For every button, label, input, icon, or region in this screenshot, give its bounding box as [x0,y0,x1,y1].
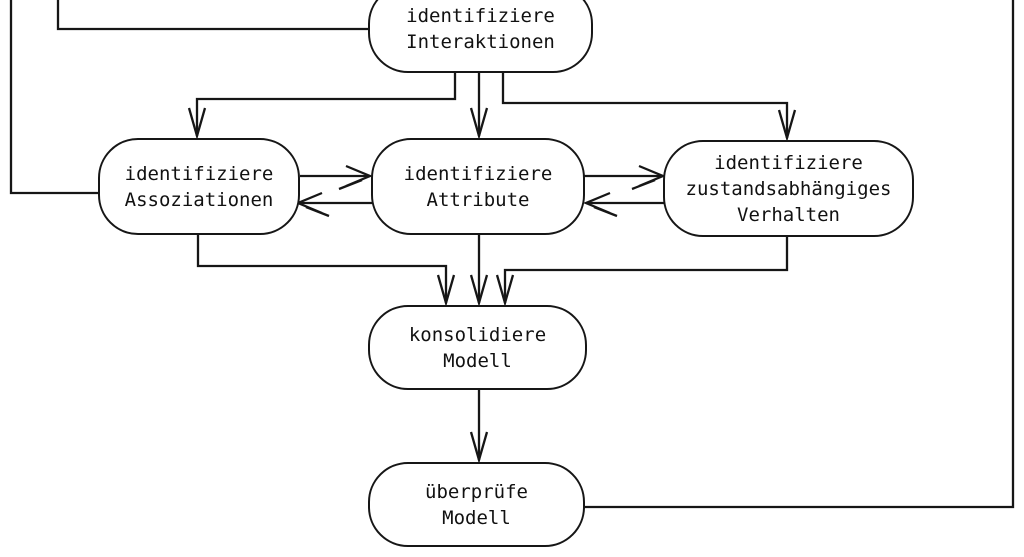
node-identifiziere-interaktionen: identifiziere Interaktionen [368,0,593,73]
arrowhead-konsolidiere-to-ueberpruefe [469,431,489,465]
arrowhead-assoziationen-to-konsolidiere [436,274,456,308]
arrowhead-verhalten-to-konsolidiere [495,274,515,308]
node-konsolidiere-modell: konsolidiere Modell [368,305,587,390]
arrowhead-attribute-to-assoziationen [295,191,330,218]
node-label-verhalten: identifiziere zustandsabhängiges Verhalt… [685,151,892,226]
node-label-interaktionen: identifiziere Interaktionen [406,4,555,53]
node-label-ueberpruefe: überprüfe Modell [425,480,528,529]
node-label-konsolidiere: konsolidiere Modell [408,323,547,372]
edge-verhalten-to-konsolidiere [503,237,789,303]
arrowhead-verhalten-to-attribute [583,191,618,218]
arrowhead-attribute-to-konsolidiere [469,274,489,308]
node-label-assoziationen: identifiziere Assoziationen [124,162,274,211]
edge-interaktionen-to-verhalten [501,73,789,138]
node-label-attribute: identifiziere Attribute [403,162,553,211]
edge-assoziationen-to-konsolidiere [196,235,448,303]
arrowhead-interaktionen-to-assoziationen [187,107,207,141]
edge-feedback-left-inner-to-interaktionen [56,0,370,31]
edge-ueberpruefe-feedback-right [585,0,1015,509]
edge-interaktionen-to-assoziationen [195,73,457,136]
edge-feedback-left-outer-to-assoziationen [9,0,99,195]
node-identifiziere-assoziationen: identifiziere Assoziationen [98,138,300,235]
node-identifiziere-attribute: identifiziere Attribute [371,138,585,235]
arrowhead-interaktionen-to-attribute [469,107,489,141]
node-ueberpruefe-modell: überprüfe Modell [368,462,585,547]
arrowhead-assoziationen-to-attribute [338,164,373,191]
node-identifiziere-zustandsabhaengiges-verhalten: identifiziere zustandsabhängiges Verhalt… [663,140,914,237]
arrowhead-attribute-to-verhalten [631,164,666,191]
arrowhead-interaktionen-to-verhalten [777,109,797,143]
